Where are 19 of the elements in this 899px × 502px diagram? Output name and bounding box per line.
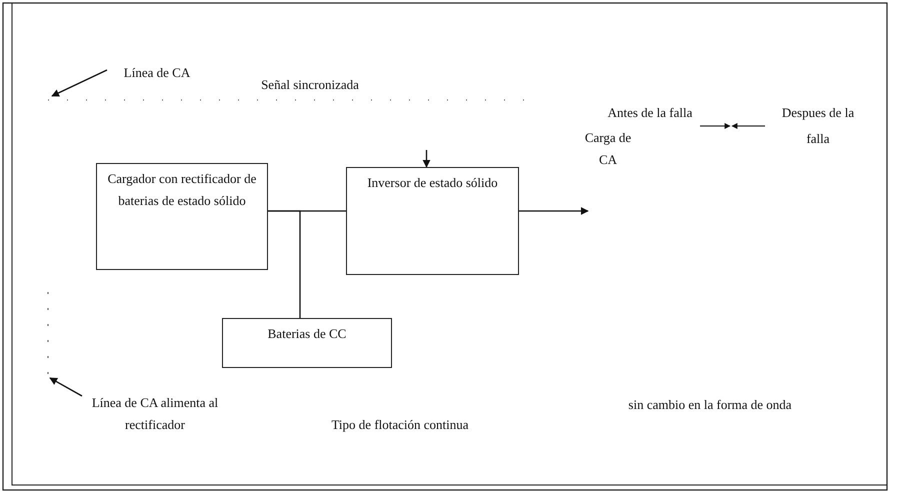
node-text: Inversor de estado sólido [367, 174, 498, 192]
process-box [346, 167, 519, 275]
arrow [49, 377, 82, 397]
process-box [96, 163, 268, 270]
arrow [51, 69, 108, 97]
node-text: Línea de CA [124, 64, 190, 82]
node-text: Cargador con rectificador de baterias de estado sólido [106, 170, 258, 210]
text-label: Tipo de flotación continua [330, 416, 470, 434]
arrow [422, 150, 430, 168]
node-text: Carga de CA [584, 129, 632, 169]
node-text: Baterias de CC [268, 325, 346, 343]
connector-line [519, 207, 589, 215]
process-box [222, 318, 392, 368]
text-label: sin cambio en la forma de onda [627, 396, 793, 414]
connector-line [268, 210, 301, 318]
text-label: Antes de la falla [606, 104, 694, 122]
text-label: Señal sincronizada [260, 76, 360, 94]
node-text: Línea de CA alimenta al rectificador [90, 394, 220, 434]
text-label: Despues de la falla [780, 104, 856, 148]
